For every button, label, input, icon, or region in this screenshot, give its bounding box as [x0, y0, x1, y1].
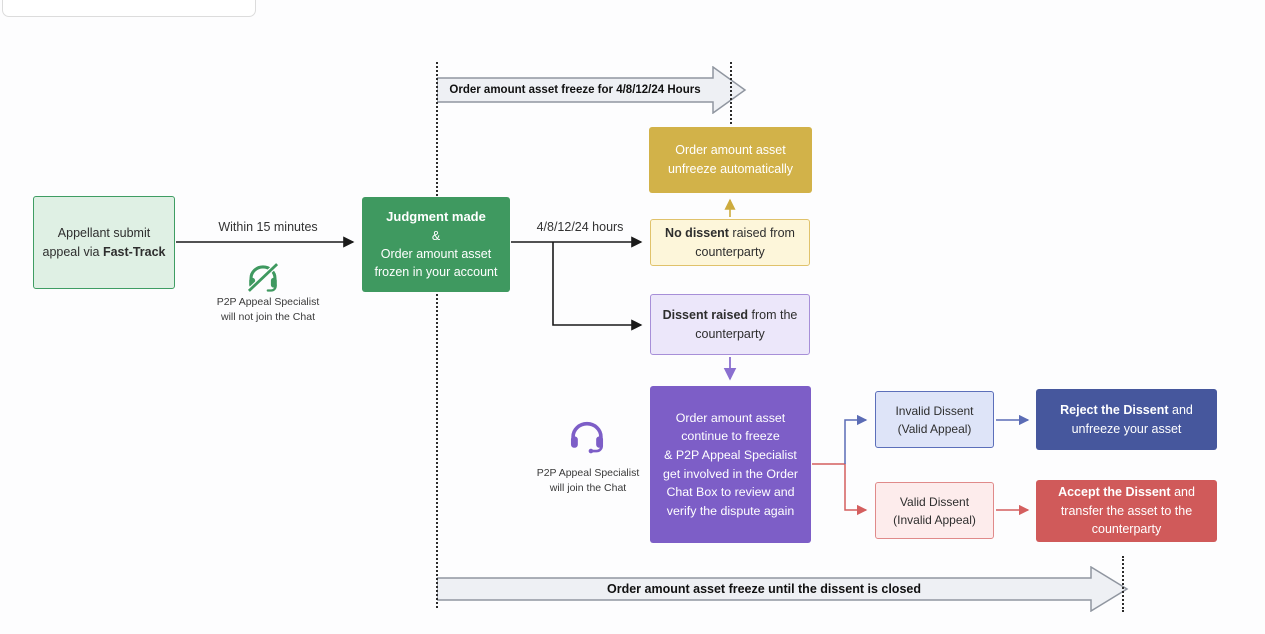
specialist-join-line1: P2P Appeal Specialist	[536, 467, 640, 479]
invalid-dissent-box: Invalid Dissent (Valid Appeal)	[875, 391, 994, 448]
appellant-fast-track-bold: Fast-Track	[102, 244, 166, 259]
freeze-line2: continue to freeze	[681, 429, 780, 444]
arrow-freeze-to-valid-dissent	[812, 463, 868, 516]
unfreeze-line2: unfreeze automatically	[667, 162, 794, 176]
dissent-rest: from the	[748, 307, 798, 322]
unfreeze-line1: Order amount asset	[675, 143, 786, 158]
invalid-line2: (Valid Appeal)	[897, 421, 972, 436]
arrow-judgment-to-dissent	[552, 242, 643, 331]
no-dissent-rest: raised from	[728, 225, 795, 240]
no-dissent-box: No dissent raised from counterparty	[650, 219, 810, 266]
headset-icon	[570, 421, 604, 454]
freeze-line4: get involved in the Order	[663, 466, 798, 481]
appellant-line1: Appellant submit	[57, 225, 151, 240]
freeze-line5: Chat Box to review and	[666, 485, 795, 500]
specialist-join-caption: P2P Appeal Specialist will join the Chat	[523, 466, 653, 495]
freeze-line3: & P2P Appeal Specialist	[664, 447, 797, 462]
accept-line1: Accept the Dissent and	[1058, 483, 1195, 502]
dissent-bold: Dissent raised	[662, 307, 749, 322]
dissent-line2: counterparty	[695, 326, 765, 341]
accept-rest: and	[1170, 484, 1195, 499]
specialist-join-line2: will join the Chat	[549, 481, 627, 494]
reject-line1: Reject the Dissent and	[1060, 401, 1193, 420]
arrow-freeze-to-invalid-dissent	[844, 414, 868, 464]
within-15-minutes-label: Within 15 minutes	[218, 220, 318, 234]
valid-dissent-box: Valid Dissent (Invalid Appeal)	[875, 482, 994, 539]
reject-line2: unfreeze your asset	[1071, 421, 1182, 436]
bottom-freeze-block-arrow	[437, 566, 1129, 612]
no-dissent-line1: No dissent raised from	[665, 224, 795, 243]
accept-dissent-box: Accept the Dissent and transfer the asse…	[1036, 480, 1217, 542]
no-dissent-line2: counterparty	[695, 244, 765, 259]
reject-dissent-box: Reject the Dissent and unfreeze your ass…	[1036, 389, 1217, 450]
top-left-panel-fragment	[2, 0, 256, 17]
headset-muted-icon	[247, 262, 279, 293]
judgment-made-box: Judgment made & Order amount asset froze…	[362, 197, 510, 292]
reject-rest: and	[1168, 402, 1193, 417]
accept-line2: transfer the asset to the	[1060, 503, 1193, 518]
dotted-line-bottom-right	[1122, 556, 1124, 612]
judgment-title: Judgment made	[386, 208, 486, 224]
dissent-raised-box: Dissent raised from the counterparty	[650, 294, 810, 355]
appellant-fast-track-box: Appellant submit appeal via Fast-Track	[33, 196, 175, 289]
top-freeze-arrow-label: Order amount asset freeze for 4/8/12/24 …	[449, 84, 701, 96]
judgment-amp: &	[431, 228, 441, 243]
valid-line2: (Invalid Appeal)	[893, 512, 976, 527]
bottom-freeze-arrow-label: Order amount asset freeze until the diss…	[607, 582, 921, 596]
specialist-not-join-line2: will not join the Chat	[221, 310, 315, 323]
appellant-line2: appeal via Fast-Track	[43, 243, 166, 262]
judgment-line2: Order amount asset	[380, 246, 492, 261]
dissent-line1: Dissent raised from the	[663, 306, 798, 325]
specialist-not-join-line1: P2P Appeal Specialist	[216, 296, 320, 308]
invalid-line1: Invalid Dissent	[895, 403, 974, 418]
specialist-not-join-caption: P2P Appeal Specialist will not join the …	[203, 295, 333, 324]
freeze-line6: verify the dispute again	[666, 503, 795, 518]
reject-bold: Reject the Dissent	[1060, 402, 1169, 417]
appellant-line2-text: appeal via	[42, 244, 103, 259]
hours-label: 4/8/12/24 hours	[536, 220, 624, 234]
top-freeze-block-arrow	[437, 66, 747, 114]
no-dissent-bold: No dissent	[665, 225, 729, 240]
unfreeze-automatically-box: Order amount asset unfreeze automaticall…	[649, 127, 812, 193]
continue-freeze-specialist-box: Order amount asset continue to freeze & …	[650, 386, 811, 543]
dotted-line-top-right	[730, 62, 732, 124]
accept-bold: Accept the Dissent	[1058, 484, 1171, 499]
judgment-line3: frozen in your account	[374, 264, 498, 279]
dotted-line-left	[436, 62, 438, 608]
freeze-line1: Order amount asset	[675, 410, 786, 425]
valid-line1: Valid Dissent	[899, 494, 970, 509]
accept-line3: counterparty	[1091, 522, 1162, 537]
